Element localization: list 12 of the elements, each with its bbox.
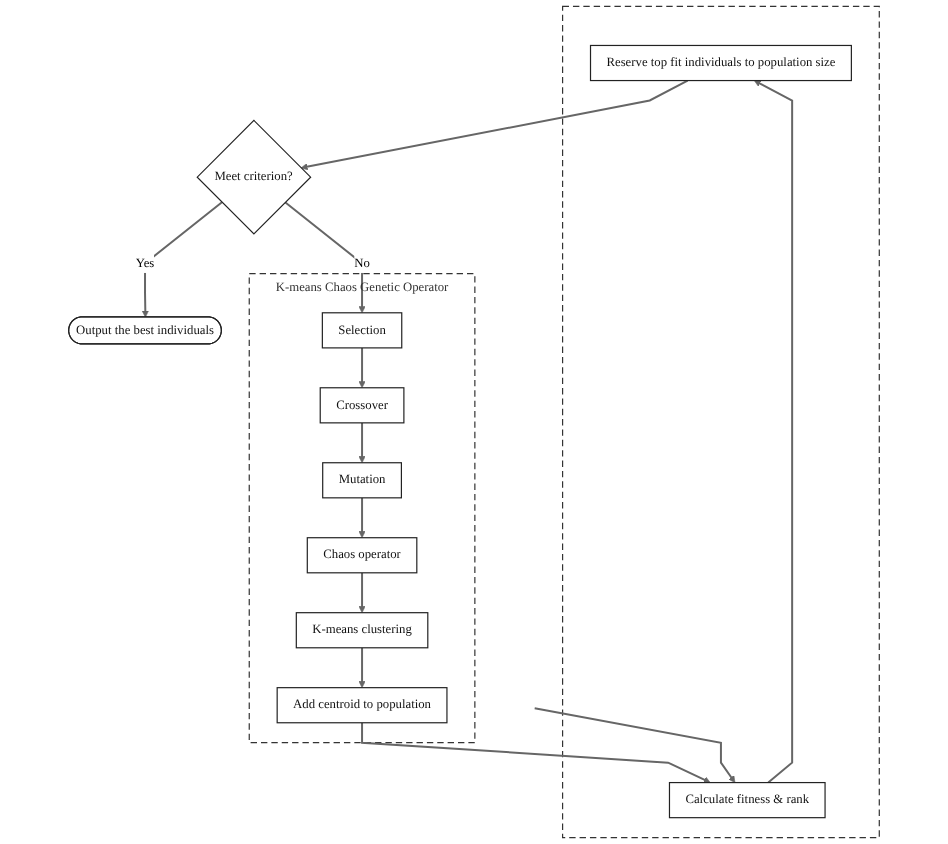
arrow — [358, 646, 366, 688]
arrow — [358, 496, 366, 539]
arrow — [284, 201, 366, 314]
arrow — [300, 79, 689, 171]
cluster — [562, 5, 880, 839]
arrow — [141, 201, 223, 318]
arrow — [753, 80, 794, 784]
arrow — [358, 421, 366, 464]
arrow — [358, 346, 366, 389]
arrow — [358, 571, 366, 613]
arrow — [361, 721, 711, 784]
arrow — [533, 707, 736, 783]
